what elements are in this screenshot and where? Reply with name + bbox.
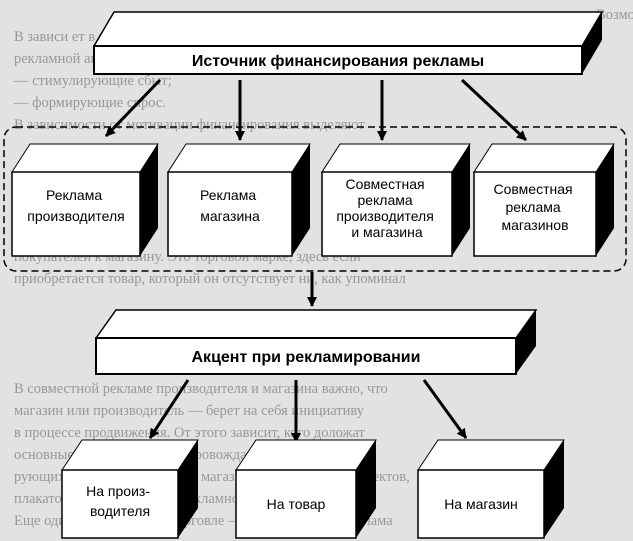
- bottom-arrows: [148, 379, 468, 443]
- svg-text:Реклама магазина: Реклама магазина: [200, 187, 260, 224]
- svg-text:Реклама производителя: Реклама производителя: [27, 187, 124, 224]
- accent-box-product: На товар: [235, 439, 377, 539]
- middle-box-label: Акцент при рекламировании: [192, 349, 421, 366]
- source-joint-line-3: производителя: [336, 208, 433, 224]
- source-box-joint-stores: Совместная реклама магазинов: [473, 143, 615, 257]
- top-box-source-of-financing: Источник финансирования рекламы: [92, 11, 604, 75]
- background-text-line: — стимулирующие сбыт;: [14, 73, 172, 89]
- accent-box-store: На магазин: [417, 439, 565, 539]
- sources-group-frame: [3, 126, 627, 272]
- source-manufacturer-line-2: производителя: [27, 208, 124, 224]
- background-text-line: Возможн: [596, 7, 633, 23]
- svg-text:Совместная реклама: Совместная реклама магазинов: [494, 181, 577, 233]
- top-arrows: [104, 78, 528, 142]
- middle-box-advertising-accent: Акцент при рекламировании: [94, 309, 538, 375]
- arrow-to-joint-stores-ad: [460, 78, 528, 142]
- svg-text:На произ- водителя: На произ- водителя: [86, 483, 154, 519]
- accent-manufacturer-line-1: На произ-: [86, 483, 150, 499]
- source-store-line-1: Реклама: [200, 187, 256, 203]
- source-joint-line-2: реклама: [357, 192, 412, 208]
- arrow-to-accent-manufacturer: [148, 379, 190, 439]
- source-manufacturer-line-1: Реклама: [46, 187, 102, 203]
- background-text-line: — формирующие спрос.: [14, 95, 166, 111]
- background-text-line: в процессе продвижения. От этого зависит…: [14, 425, 365, 441]
- accent-product-label: На товар: [267, 496, 326, 512]
- svg-text:Совместная реклама: Совместная реклама производителя и магаз…: [336, 176, 437, 240]
- source-stores-line-1: Совместная: [494, 181, 573, 197]
- arrow-to-accent-store: [422, 379, 468, 439]
- accent-store-label: На магазин: [444, 496, 518, 512]
- background-text-line: магазин или производитель — берет на себ…: [14, 403, 364, 419]
- source-box-manufacturer: Реклама производителя: [11, 143, 159, 257]
- accent-box-manufacturer: На произ- водителя: [61, 439, 199, 539]
- source-joint-line-1: Совместная: [346, 176, 425, 192]
- source-joint-line-4: и магазина: [351, 224, 423, 240]
- accent-manufacturer-line-2: водителя: [90, 503, 150, 519]
- top-box-label: Источник финансирования рекламы: [192, 53, 484, 70]
- background-text-line: приобретается товар, который он отсутств…: [14, 271, 406, 287]
- source-box-joint-manufacturer-store: Совместная реклама производителя и магаз…: [321, 143, 471, 257]
- background-text-line: В зависимости от мотивации финансировани…: [14, 117, 365, 133]
- source-store-line-2: магазина: [200, 208, 260, 224]
- background-text-line: В совместной рекламе производителя и маг…: [14, 381, 388, 397]
- source-stores-line-2: реклама: [505, 199, 560, 215]
- source-box-store: Реклама магазина: [167, 143, 311, 257]
- source-stores-line-3: магазинов: [501, 217, 568, 233]
